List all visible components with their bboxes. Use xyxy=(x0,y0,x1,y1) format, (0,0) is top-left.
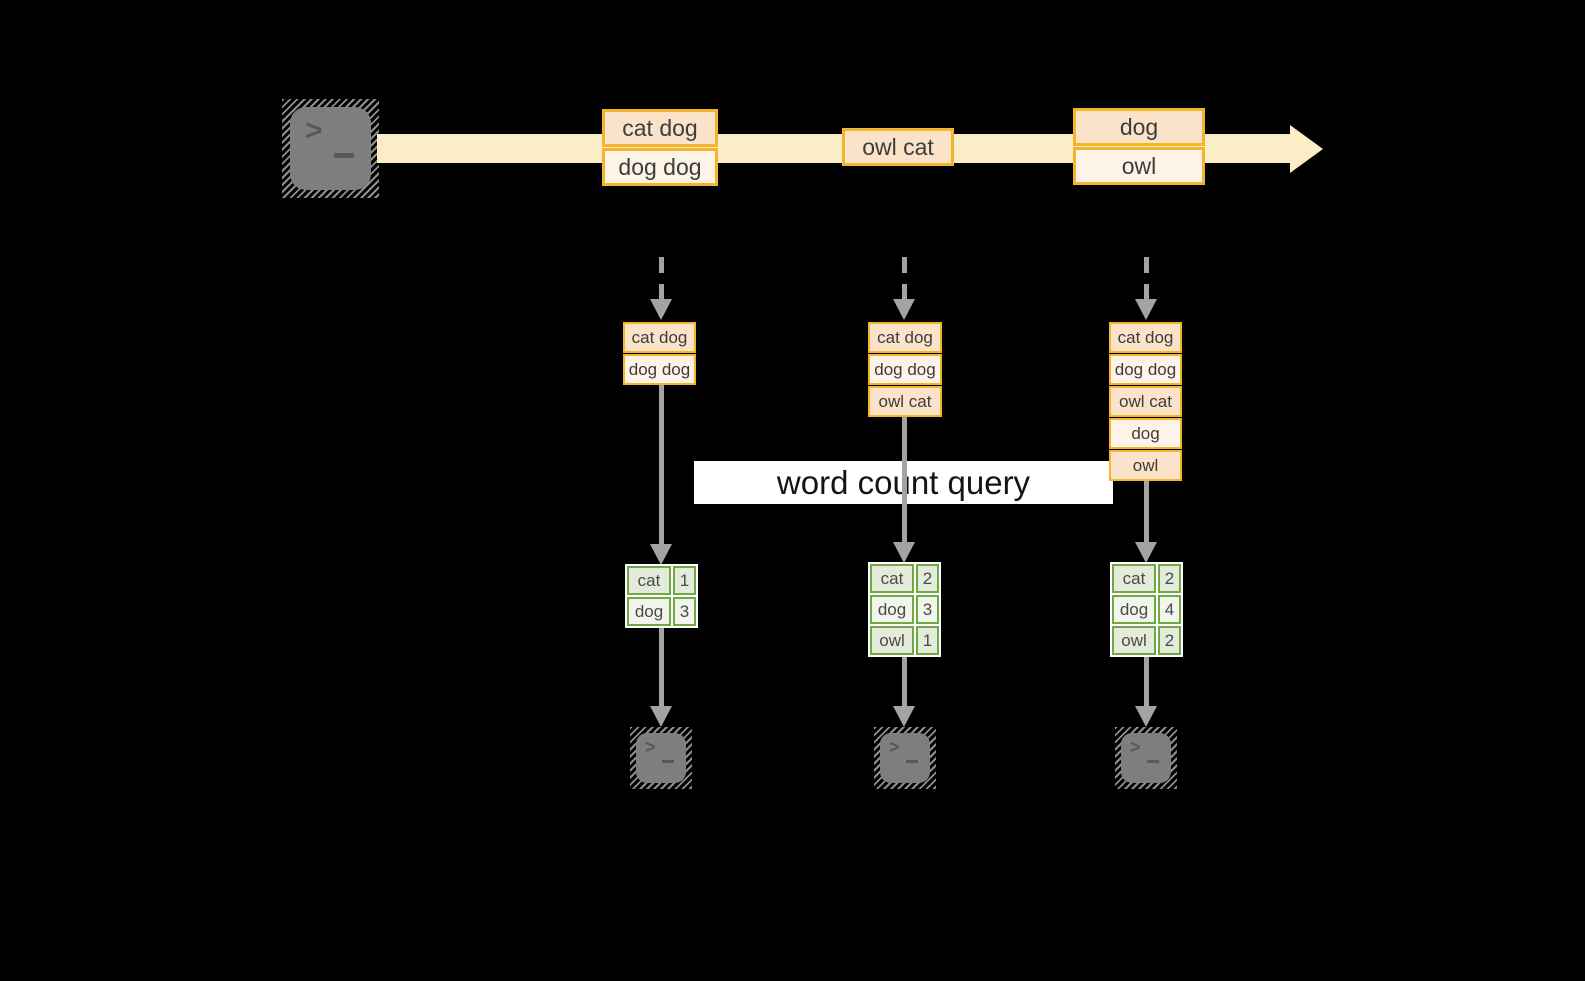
terminal-source-icon: > xyxy=(282,99,379,198)
result-arrow-3 xyxy=(1144,655,1149,707)
query-arrowhead-1 xyxy=(650,544,672,565)
count-table-2: cat 2 dog 3 owl 1 xyxy=(868,562,941,657)
stream-record: owl cat xyxy=(842,128,954,166)
count-row: owl 1 xyxy=(870,626,939,655)
prompt-underscore-icon xyxy=(662,760,674,763)
word-cell: dog xyxy=(1112,595,1156,624)
count-cell: 1 xyxy=(673,566,696,595)
ingest-arrow-2 xyxy=(902,257,907,301)
count-row: cat 2 xyxy=(1112,564,1181,593)
query-arrow-1 xyxy=(659,385,664,546)
count-cell: 2 xyxy=(1158,626,1181,655)
stream-record: dog dog xyxy=(602,148,718,186)
terminal-screen: > xyxy=(290,107,371,190)
buffer-record: owl xyxy=(1109,450,1182,481)
count-cell: 4 xyxy=(1158,595,1181,624)
count-cell: 2 xyxy=(916,564,939,593)
count-cell: 1 xyxy=(916,626,939,655)
prompt-underscore-icon xyxy=(906,760,918,763)
query-arrow-2 xyxy=(902,415,907,544)
prompt-chevron-icon: > xyxy=(889,737,900,757)
buffer-record: dog dog xyxy=(868,354,942,385)
count-cell: 3 xyxy=(673,597,696,626)
word-cell: cat xyxy=(870,564,914,593)
ingest-arrow-1 xyxy=(659,257,664,301)
ingest-arrowhead-3 xyxy=(1135,299,1157,320)
buffer-record: dog dog xyxy=(1109,354,1182,385)
stream-record: cat dog xyxy=(602,109,718,147)
count-row: dog 3 xyxy=(870,595,939,624)
prompt-underscore-icon xyxy=(1147,760,1159,763)
stream-timeline-arrowhead xyxy=(1290,125,1323,173)
count-row: owl 2 xyxy=(1112,626,1181,655)
prompt-chevron-icon: > xyxy=(305,114,323,147)
stream-batch-2: owl cat xyxy=(842,128,954,166)
count-table-1: cat 1 dog 3 xyxy=(625,564,698,628)
count-row: cat 1 xyxy=(627,566,696,595)
buffer-stack-1: cat dog dog dog xyxy=(623,322,696,385)
stream-record: dog xyxy=(1073,108,1205,146)
count-table-3: cat 2 dog 4 owl 2 xyxy=(1110,562,1183,657)
result-arrowhead-2 xyxy=(893,706,915,727)
prompt-underscore-icon xyxy=(334,153,354,158)
word-cell: cat xyxy=(1112,564,1156,593)
count-cell: 3 xyxy=(916,595,939,624)
word-cell: cat xyxy=(627,566,671,595)
query-arrowhead-2 xyxy=(893,542,915,563)
buffer-stack-2: cat dog dog dog owl cat xyxy=(868,322,942,417)
ingest-arrow-3 xyxy=(1144,257,1149,301)
stream-record: owl xyxy=(1073,147,1205,185)
terminal-screen: > xyxy=(880,733,930,783)
count-row: cat 2 xyxy=(870,564,939,593)
terminal-sink-icon-1: > xyxy=(630,727,692,789)
terminal-screen: > xyxy=(1121,733,1171,783)
result-arrow-2 xyxy=(902,655,907,707)
ingest-arrowhead-2 xyxy=(893,299,915,320)
count-row: dog 4 xyxy=(1112,595,1181,624)
result-arrowhead-1 xyxy=(650,706,672,727)
terminal-sink-icon-3: > xyxy=(1115,727,1177,789)
buffer-record: owl cat xyxy=(1109,386,1182,417)
word-cell: dog xyxy=(627,597,671,626)
buffer-record: owl cat xyxy=(868,386,942,417)
result-arrow-1 xyxy=(659,627,664,707)
query-arrowhead-3 xyxy=(1135,542,1157,563)
prompt-chevron-icon: > xyxy=(645,737,656,757)
count-cell: 2 xyxy=(1158,564,1181,593)
buffer-record: dog xyxy=(1109,418,1182,449)
buffer-record: dog dog xyxy=(623,354,696,385)
query-arrow-3 xyxy=(1144,478,1149,544)
result-arrowhead-3 xyxy=(1135,706,1157,727)
ingest-arrowhead-1 xyxy=(650,299,672,320)
prompt-chevron-icon: > xyxy=(1130,737,1141,757)
buffer-stack-3: cat dog dog dog owl cat dog owl xyxy=(1109,322,1182,481)
word-cell: owl xyxy=(1112,626,1156,655)
buffer-record: cat dog xyxy=(623,322,696,353)
word-cell: dog xyxy=(870,595,914,624)
count-row: dog 3 xyxy=(627,597,696,626)
word-cell: owl xyxy=(870,626,914,655)
stream-batch-1: cat dog dog dog xyxy=(602,109,718,186)
terminal-sink-icon-2: > xyxy=(874,727,936,789)
buffer-record: cat dog xyxy=(868,322,942,353)
stream-batch-3: dog owl xyxy=(1073,108,1205,185)
terminal-screen: > xyxy=(636,733,686,783)
buffer-record: cat dog xyxy=(1109,322,1182,353)
